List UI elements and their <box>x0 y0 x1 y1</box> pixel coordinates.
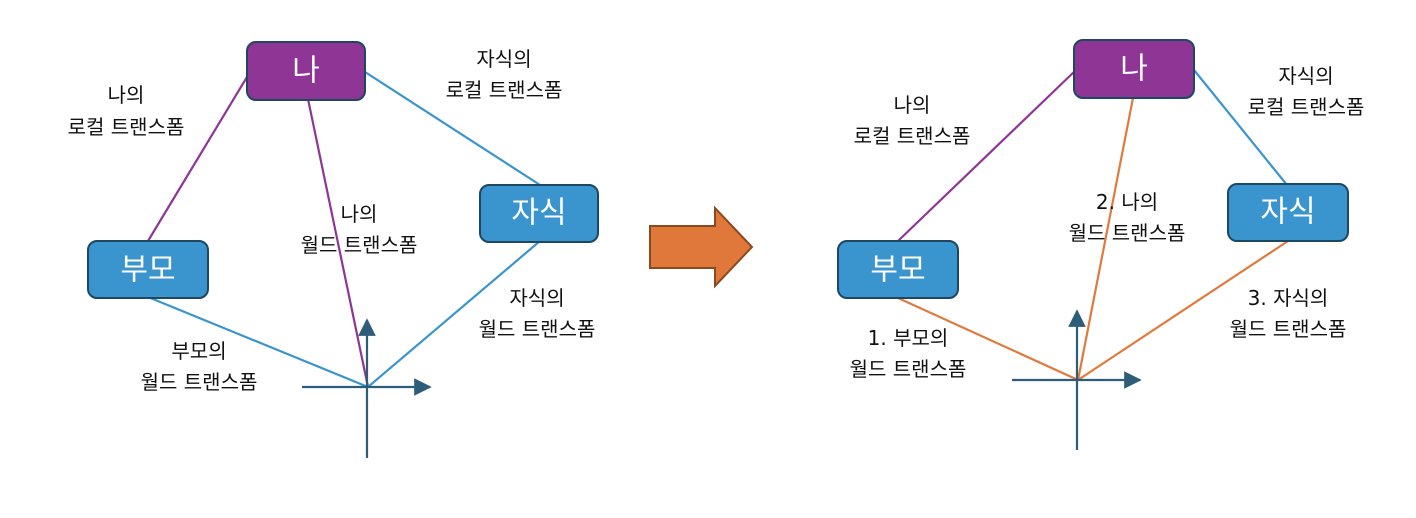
right-node-parent-label: 부모 <box>870 253 925 288</box>
right-label-parent-world-2: 월드 트랜스폼 <box>850 357 967 381</box>
left-line-me-origin <box>306 98 370 388</box>
right-label-child-local-2: 로컬 트랜스폼 <box>1248 95 1365 119</box>
left-label-me-world-1: 나의 <box>341 202 378 226</box>
right-line-child-origin <box>1077 240 1289 381</box>
right-label-me-local-1: 나의 <box>894 93 931 117</box>
left-line-child-origin <box>367 240 541 388</box>
left-node-child-label: 자식 <box>511 196 566 231</box>
left-label-me-local-1: 나의 <box>108 83 145 107</box>
right-node-child-label: 자식 <box>1260 195 1315 230</box>
left-label-child-local-1: 자식의 <box>476 47 531 71</box>
left-label-me-local-2: 로컬 트랜스폼 <box>68 115 185 139</box>
left-label-parent-world-1: 부모의 <box>171 339 226 363</box>
right-label-me-world-1: 2. 나의 <box>1096 190 1158 214</box>
right-label-child-world-1: 3. 자식의 <box>1248 286 1329 310</box>
right-label-me-world-2: 월드 트랜스폼 <box>1069 221 1186 245</box>
left-diagram: 나 부모 자식 나의 로컬 트랜스폼 자식의 로컬 트랜스폼 나의 월드 트랜스… <box>68 41 599 458</box>
left-label-child-local-2: 로컬 트랜스폼 <box>446 78 563 102</box>
right-label-child-local-1: 자식의 <box>1278 64 1333 88</box>
left-label-me-world-2: 월드 트랜스폼 <box>301 233 418 257</box>
right-node-parent: 부모 <box>837 240 959 299</box>
left-label-child-world-2: 월드 트랜스폼 <box>479 317 596 341</box>
left-node-child: 자식 <box>479 184 599 243</box>
right-line-me-child <box>1193 69 1288 186</box>
right-line-parent-me <box>897 69 1077 242</box>
left-node-parent-label: 부모 <box>120 253 175 288</box>
right-node-me-label: 나 <box>1120 52 1148 87</box>
right-diagram: 나 부모 자식 나의 로컬 트랜스폼 자식의 로컬 트랜스폼 2. 나의 월드 … <box>837 39 1365 450</box>
right-line-parent-origin <box>897 296 1079 382</box>
right-label-me-local-2: 로컬 트랜스폼 <box>854 124 971 148</box>
left-line-parent-me <box>147 71 251 242</box>
left-label-child-world-1: 자식의 <box>509 286 564 310</box>
right-line-me-origin <box>1076 97 1135 381</box>
right-node-child: 자식 <box>1227 183 1349 242</box>
left-node-me: 나 <box>246 41 366 101</box>
right-node-me: 나 <box>1073 39 1195 99</box>
right-label-child-world-2: 월드 트랜스폼 <box>1230 317 1347 341</box>
transition-arrow-icon <box>649 205 754 289</box>
left-line-parent-origin <box>147 295 369 389</box>
right-label-parent-world-1: 1. 부모의 <box>868 326 949 350</box>
left-node-me-label: 나 <box>292 54 320 89</box>
left-node-parent: 부모 <box>87 240 209 299</box>
left-label-parent-world-2: 월드 트랜스폼 <box>141 370 258 394</box>
left-line-me-child <box>364 71 541 186</box>
